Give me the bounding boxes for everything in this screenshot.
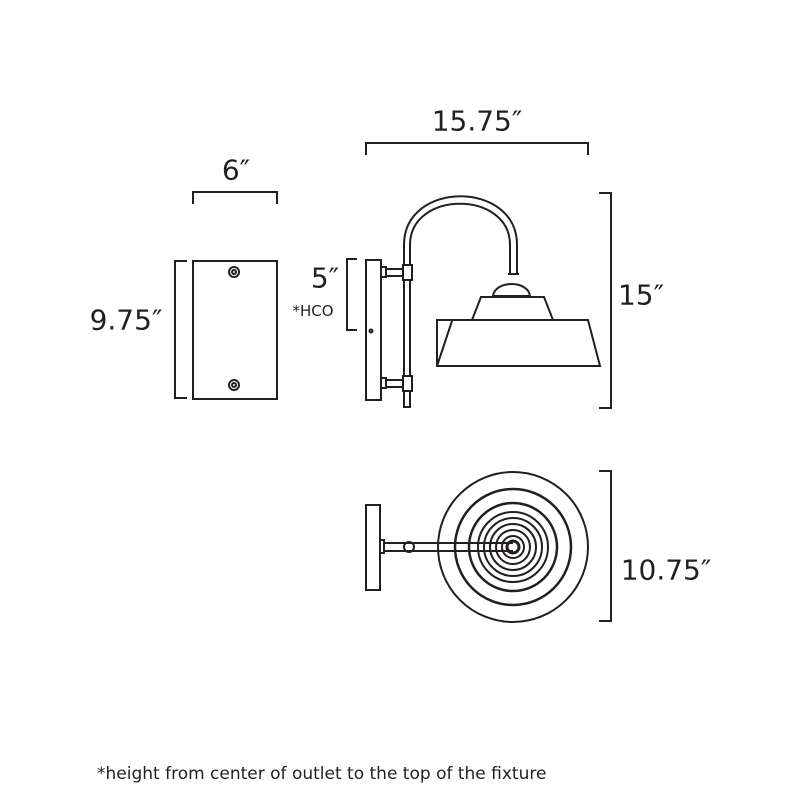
backplate-height-label: 9.75″ — [89, 303, 163, 337]
width-bracket — [192, 191, 278, 204]
top-view — [365, 470, 612, 623]
height-bracket-right — [599, 192, 612, 409]
diameter-bracket — [599, 470, 612, 622]
screw-icon — [228, 379, 240, 391]
extension-label: 15.75″ — [431, 104, 523, 138]
extension-bracket — [365, 142, 589, 155]
hco-note-label: *HCO — [292, 302, 334, 320]
height-label: 15″ — [617, 278, 665, 312]
diameter-label: 10.75″ — [620, 553, 712, 587]
hco-label: 5″ — [310, 261, 340, 295]
footnote: *height from center of outlet to the top… — [97, 764, 547, 784]
side-view — [346, 142, 612, 409]
backplate-front-view — [174, 191, 278, 400]
screw-icon — [228, 266, 240, 278]
hco-bracket — [346, 258, 357, 331]
backplate-width-label: 6″ — [221, 153, 251, 187]
height-bracket — [174, 260, 187, 399]
